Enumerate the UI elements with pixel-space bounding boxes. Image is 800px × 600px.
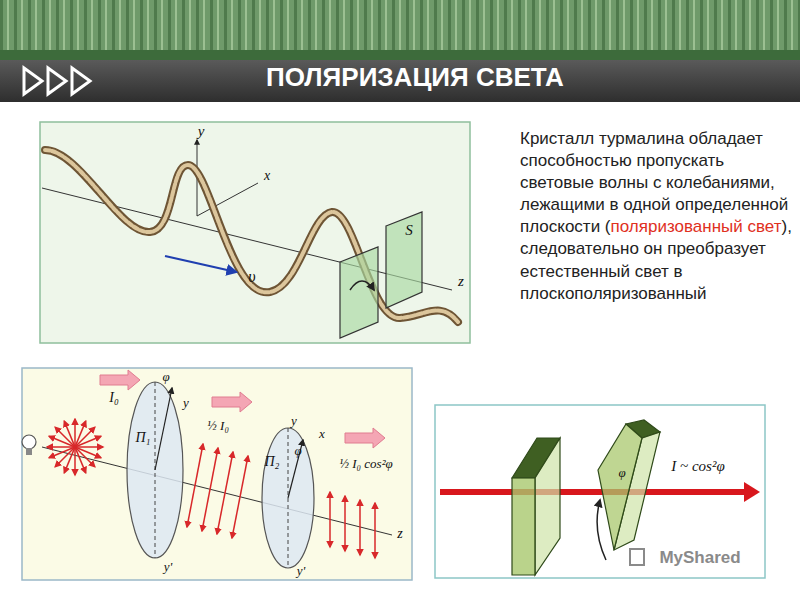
ray [49,436,101,457]
axis-label: ½ I₀ [207,419,229,432]
axis-label: z [397,527,402,541]
watermark-icon [630,549,644,565]
ray [202,448,218,531]
axis-label: φ [162,370,169,383]
dark-strip [0,50,800,60]
transmitted-light [330,492,375,558]
transmission-axis [155,388,172,470]
wave-figure [40,122,470,343]
watermark: MyShared [659,549,740,566]
icon [630,549,644,565]
analyzer-slab [598,420,660,550]
velocity-arrow [165,256,236,272]
axis-label: y [183,396,189,409]
chevron [72,68,90,94]
chevron [48,68,66,94]
light-beam [440,489,746,495]
polarized-light [187,444,248,538]
two-polarizers-figure [22,368,412,580]
bulb-base [26,448,32,455]
axis-label: y [291,414,297,427]
slab-side [535,438,560,575]
axis-label: П₁ [136,431,151,445]
ray [187,444,203,527]
highlight-term: поляризованный свет [611,217,782,236]
ray [217,452,233,534]
axis-label: y [198,124,205,139]
axis-label: I₀ [109,391,119,405]
slide-title: ПОЛЯРИЗАЦИЯ СВЕТА [100,62,730,100]
axis-label: ½ I₀ cos²φ [339,457,393,470]
axis-label: x [264,169,270,183]
slab-front [512,478,535,575]
title-bar [0,60,800,102]
natural-light-rays [47,419,103,475]
wave-outline [45,150,458,322]
axis-label: I ~ cos²φ [671,459,724,474]
polarizer-slab [512,438,560,575]
axis-label: x [319,427,325,440]
ray [359,500,361,555]
axis-label: φ [618,466,625,479]
axis-label: υ [248,269,255,285]
analyzer-plate [386,212,422,308]
bulb [22,435,36,449]
intensity-arrow [212,392,252,412]
polarizer-disk [127,382,183,558]
rotation-arrow [350,281,374,290]
axis-label: φ [294,444,301,457]
header-band [0,0,800,102]
intensity-arrow [345,428,385,448]
beam-head [744,482,760,502]
chevrons [24,68,90,94]
lamp-icon [22,435,36,455]
z-axis [42,447,392,535]
ray [232,456,248,538]
rotation-arrow [597,500,606,560]
axis-label: П₂ [265,455,280,469]
slab-front [598,424,642,550]
ray [329,492,331,547]
ray [374,503,376,558]
chevron [24,68,42,94]
panel [40,122,470,343]
intensity-arrows [100,370,385,448]
axis-label: S [405,223,413,238]
striped-band [0,0,800,50]
malus-law-figure [435,405,765,578]
wave-rope [45,150,458,322]
intensity-arrow [100,370,140,390]
panel [435,405,765,578]
transmission-axis [288,440,303,498]
explanation-text: Кристалл турмалина обладает способностью… [520,128,792,305]
axis-label: y' [297,564,306,577]
axis-label: y' [164,560,173,573]
axis-label: z [458,274,464,289]
ray [344,496,346,551]
panel [22,368,412,580]
analyzer-disk [262,428,314,568]
polarizer-plate [340,247,378,338]
